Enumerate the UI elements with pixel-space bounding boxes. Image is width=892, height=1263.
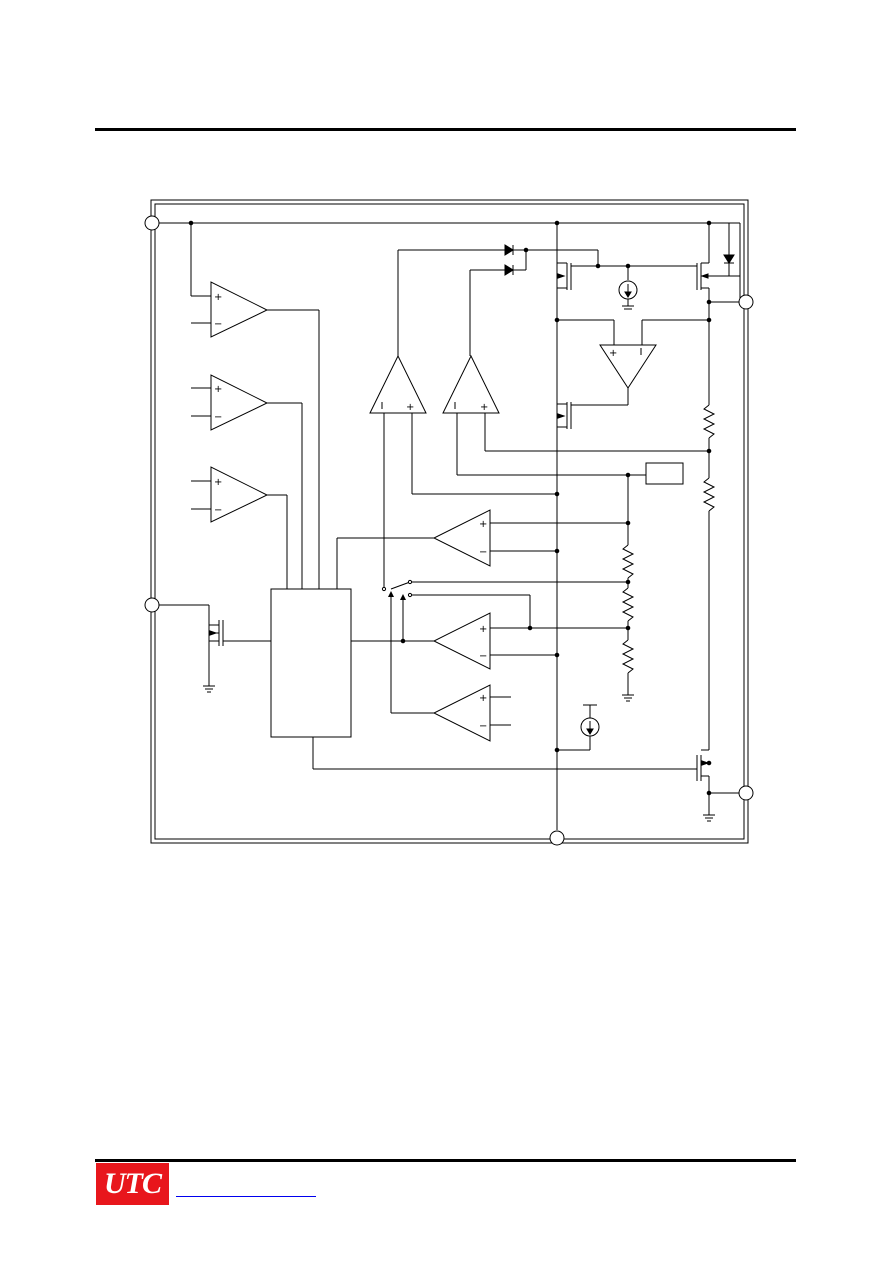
polarity-plus: + xyxy=(214,292,222,303)
header-rule xyxy=(95,128,796,131)
footer-rule xyxy=(95,1159,796,1162)
svg-text:+: + xyxy=(214,384,222,395)
pmos-2 xyxy=(696,223,740,302)
error-amplifier-left xyxy=(369,250,557,588)
switch-network xyxy=(381,579,628,641)
nmos-output xyxy=(696,749,710,781)
control-logic-block xyxy=(270,588,352,738)
pmos-3 xyxy=(557,402,572,429)
resistor-divider-1 xyxy=(621,544,635,579)
svg-text:−: − xyxy=(479,651,487,662)
svg-text:+: + xyxy=(214,477,222,488)
pmos-1 xyxy=(557,262,628,290)
diode-1 xyxy=(504,244,514,256)
pin-top-left xyxy=(144,215,160,231)
utc-logo: UTC xyxy=(96,1163,169,1205)
comparator-5 xyxy=(432,612,628,670)
resistor-feedback-bottom xyxy=(702,477,716,512)
svg-text:+: + xyxy=(406,402,414,413)
resistor-divider-2 xyxy=(621,587,635,622)
svg-text:−: − xyxy=(479,721,487,732)
polarity-minus: − xyxy=(214,319,222,330)
svg-text:+: + xyxy=(609,348,617,359)
ground-output xyxy=(703,814,715,822)
svg-text:−: − xyxy=(479,547,487,558)
comparator-1 xyxy=(191,281,320,589)
ground-left xyxy=(203,685,215,693)
comparator-2 xyxy=(191,374,303,589)
pin-left xyxy=(144,597,160,613)
comparator-4 xyxy=(432,509,491,567)
logo-text: UTC xyxy=(104,1167,162,1200)
error-amplifier-down xyxy=(571,344,657,406)
svg-text:+: + xyxy=(479,519,487,530)
comparator-3 xyxy=(191,466,288,589)
polarity-marks: + − + − + − + − + − + − + + + xyxy=(214,292,617,732)
pin-right-bottom xyxy=(738,785,754,801)
pin-bottom xyxy=(549,830,565,846)
svg-text:+: + xyxy=(480,402,488,413)
svg-text:−: − xyxy=(214,412,222,423)
resistor-divider-3 xyxy=(621,639,635,674)
svg-text:+: + xyxy=(479,693,487,704)
package-outline-outer xyxy=(150,199,749,844)
pin-right-top xyxy=(738,294,754,310)
resistor-feedback-top xyxy=(702,404,716,439)
svg-text:−: − xyxy=(214,505,222,516)
current-source-top xyxy=(618,266,638,310)
comparator-6 xyxy=(390,592,511,742)
diode-3 xyxy=(723,223,735,276)
current-source-bottom xyxy=(557,704,600,751)
nmos-left xyxy=(208,620,271,686)
svg-text:+: + xyxy=(479,624,487,635)
error-amplifier-right xyxy=(442,270,709,476)
footer-link[interactable] xyxy=(176,1196,316,1197)
ground-divider xyxy=(622,694,634,702)
package-outline-inner xyxy=(154,203,745,840)
reference-block xyxy=(645,462,684,485)
diode-2 xyxy=(504,264,514,276)
